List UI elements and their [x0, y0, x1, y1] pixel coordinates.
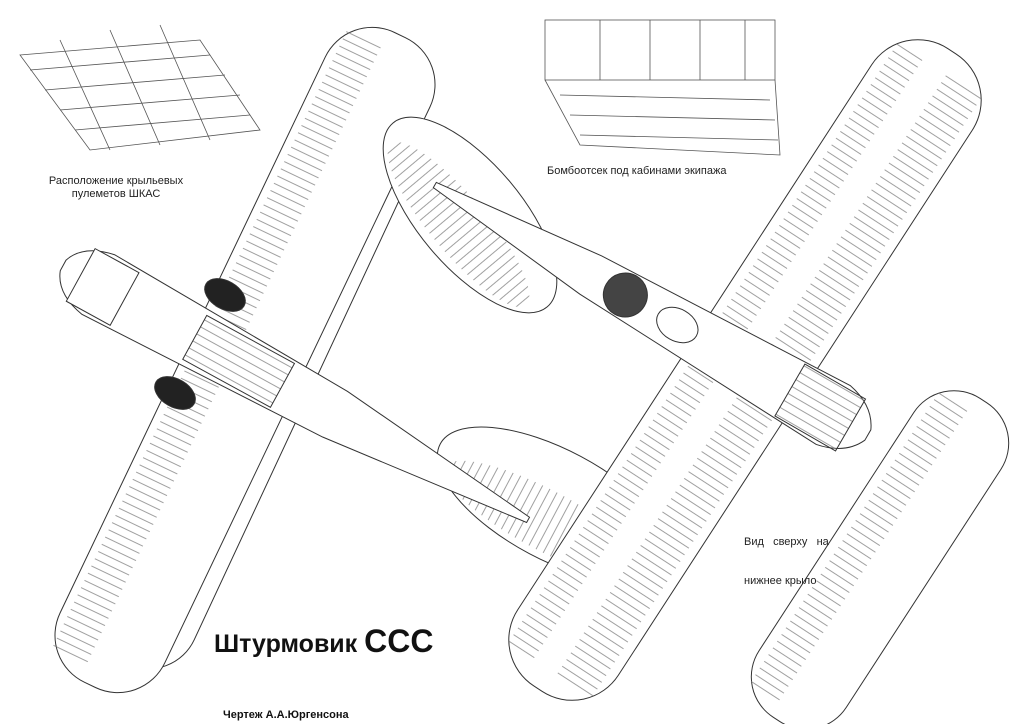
right-fuselage — [432, 181, 872, 452]
lower-wing-caption-line2: нижнее крыло — [744, 575, 817, 587]
drawing-title-main: Штурмовик — [214, 630, 358, 658]
drawing-title-suffix: ССС — [364, 623, 434, 659]
drawing-credit: Чертеж А.А.Юргенсона — [223, 709, 349, 721]
drawing-title: Штурмовик ССС — [214, 623, 433, 660]
bomb-bay-inset — [544, 19, 781, 156]
left-fuselage — [59, 247, 531, 524]
wing-guns-caption-line2: пулеметов ШКАС — [71, 188, 161, 200]
left-wheel-upper — [204, 278, 246, 312]
bomb-bay-caption: Бомбоотсек под кабинами экипажа — [547, 165, 727, 177]
lower-wing-caption: Вид сверху на нижнее крыло — [744, 510, 829, 601]
wing-guns-inset — [19, 24, 261, 151]
left-wheel-lower — [154, 376, 196, 410]
wing-guns-caption-line1: Расположение крыльевых — [48, 175, 184, 187]
wing-guns-caption: Расположение крыльевых пулеметов ШКАС — [41, 175, 191, 201]
right-lower-wing — [749, 390, 1010, 724]
lower-wing-caption-line1: Вид сверху на — [744, 536, 829, 548]
right-tailplane — [382, 116, 558, 314]
